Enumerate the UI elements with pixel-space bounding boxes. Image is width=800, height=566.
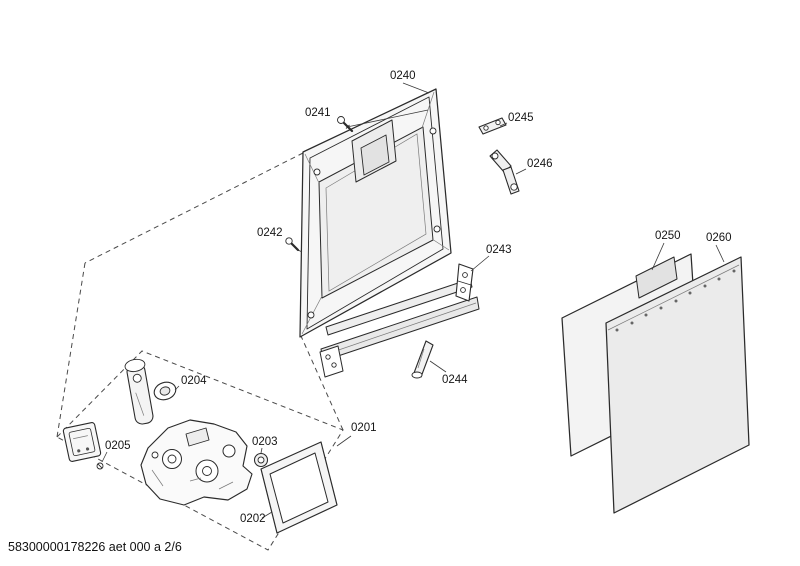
support-bracket-cap: [124, 358, 146, 373]
leader-0205: [101, 451, 108, 463]
control-unit-assembly: [140, 419, 253, 506]
part-0243-hinge-bracket: [455, 263, 474, 302]
leader-0204: [174, 385, 180, 391]
control-unit-body: [140, 419, 253, 506]
leader-0202: [261, 511, 273, 519]
screw-thread-tick: [345, 124, 350, 129]
decor-panel-screw-dots: [615, 269, 736, 332]
part-label-0203: 0203: [252, 436, 278, 448]
support-bracket-line: [135, 392, 145, 416]
part-label-0244: 0244: [442, 374, 468, 386]
switch-module-dot: [77, 449, 81, 453]
bracket-fold-line: [457, 280, 472, 286]
leader-0260: [715, 244, 725, 263]
screw-shaft: [290, 242, 300, 252]
part-label-0250: 0250: [655, 230, 681, 242]
door-inner-fold-line: [306, 96, 444, 330]
hinge-plate-hole: [325, 354, 331, 360]
upper-trim-strip: [325, 278, 473, 336]
part-0244-link-strip: [411, 340, 434, 379]
control-unit-connector: [185, 427, 210, 447]
door-bottom-trim-strips: [319, 278, 480, 378]
switch-module-screw: [96, 462, 104, 470]
part-label-0245: 0245: [508, 112, 534, 124]
projection-dashed-lines: [56, 152, 344, 551]
link-center-line: [417, 348, 425, 369]
control-unit-boss: [222, 444, 236, 458]
screw-position-line: [346, 109, 429, 128]
control-unit-line: [218, 481, 234, 490]
leader-0243: [470, 255, 490, 272]
frame-window: [269, 452, 329, 524]
lever-pivot-hole: [510, 183, 518, 191]
button-cap-inner: [257, 456, 265, 464]
leader-lines: [101, 82, 725, 519]
grommet-inner: [159, 386, 171, 396]
dashed-line-group-to-door: [300, 335, 344, 431]
document-code: 58300000178226 aet 000 a 2/6: [8, 540, 182, 554]
control-unit-line: [189, 477, 202, 482]
part-0245-retainer: [478, 117, 507, 135]
leader-0201: [336, 435, 352, 447]
part-0246-hinge-lever: [489, 149, 520, 195]
door-mounting-holes: [307, 127, 441, 319]
control-panel-group: [62, 358, 338, 534]
part-label-0201: 0201: [351, 422, 377, 434]
switch-module-inner: [68, 427, 96, 457]
part-label-0204: 0204: [181, 375, 207, 387]
retainer-hole: [495, 119, 501, 126]
leader-0246: [515, 168, 527, 175]
leader-0245: [499, 122, 508, 127]
switch-module-line: [73, 435, 88, 440]
lever-pivot-hole: [491, 152, 499, 160]
control-unit-hole: [151, 451, 159, 459]
part-label-0242: 0242: [257, 227, 283, 239]
screw-head-icon: [285, 237, 293, 245]
link-foot: [411, 371, 423, 379]
part-0260-decor-panel: [605, 256, 750, 514]
trim-center-line: [323, 302, 477, 356]
control-unit-line: [151, 469, 164, 487]
retainer-hole: [483, 125, 489, 131]
bracket-body: [455, 263, 474, 302]
part-label-0260: 0260: [706, 232, 732, 244]
left-hinge-plate: [319, 345, 344, 378]
leader-0244: [429, 360, 447, 373]
part-label-0243: 0243: [486, 244, 512, 256]
leader-0240: [402, 82, 430, 94]
bracket-hole: [462, 272, 468, 278]
switch-module-body: [62, 422, 102, 462]
support-bracket: [124, 358, 154, 425]
handle-recess: [635, 256, 678, 299]
part-0241-screw: [337, 109, 429, 133]
part-0204-grommet: [153, 381, 177, 401]
part-number-labels: 0240 0241 0242 0243 0244 0245 0246 0250 …: [105, 70, 732, 525]
part-label-0246: 0246: [527, 158, 553, 170]
part-0205-switch-module: [62, 422, 102, 462]
screw-head-icon: [337, 116, 345, 124]
part-label-0241: 0241: [305, 107, 331, 119]
part-0242-screw: [285, 237, 303, 253]
hinge-plate-hole: [331, 362, 337, 368]
part-0203-button-cap: [253, 452, 269, 468]
leader-0203: [260, 447, 263, 454]
support-bracket-hole: [132, 373, 142, 383]
part-0240-inner-door: [299, 88, 452, 338]
part-label-0205: 0205: [105, 440, 131, 452]
dashed-line-elbow-down: [56, 262, 86, 438]
bracket-hole: [460, 287, 466, 293]
part-0202-panel-frame: [260, 441, 338, 534]
decor-panel-body: [605, 256, 750, 514]
leader-0250: [651, 242, 665, 271]
dashed-line-door-to-elbow: [84, 152, 304, 264]
control-unit-drum-hub: [167, 454, 177, 464]
part-label-0202: 0202: [240, 513, 266, 525]
part-label-0240: 0240: [390, 70, 416, 82]
control-unit-wheel-hub: [202, 466, 212, 476]
switch-module-dot: [85, 447, 90, 451]
decor-panel-fold-line: [607, 264, 740, 331]
detergent-dispenser-inner: [360, 134, 390, 176]
